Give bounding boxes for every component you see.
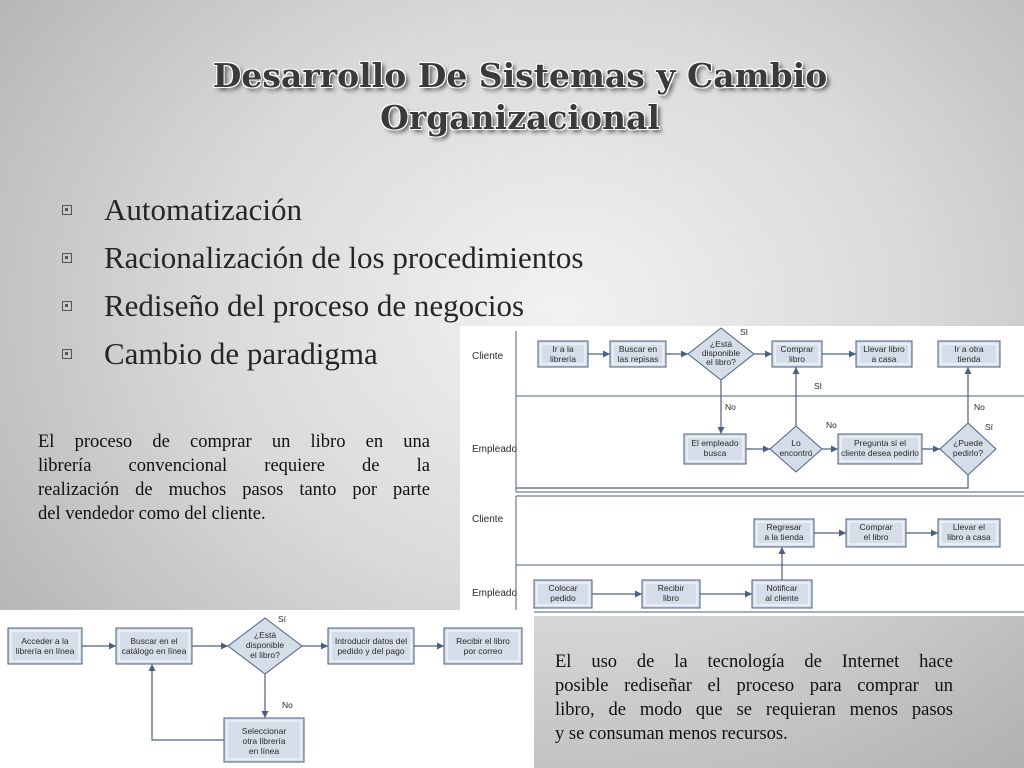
node-notificar-cliente: Notificar al cliente xyxy=(751,579,813,609)
diagram-online-process: Acceder a la librería en línea Buscar en… xyxy=(0,610,534,768)
svg-text:Lo: Lo xyxy=(791,438,801,448)
svg-text:Recibir: Recibir xyxy=(658,583,685,593)
node-empleado-busca: El empleado busca xyxy=(683,433,747,465)
svg-text:pedido y del pago: pedido y del pago xyxy=(337,646,404,656)
svg-text:librería: librería xyxy=(550,354,576,364)
label-no: No xyxy=(826,420,837,430)
svg-text:catálogo en línea: catálogo en línea xyxy=(122,646,187,656)
svg-text:Introducir datos del: Introducir datos del xyxy=(335,636,407,646)
decision-lo-encontro: Lo encontró xyxy=(769,425,823,473)
svg-text:el libro?: el libro? xyxy=(706,357,736,367)
bullet-list: Automatización Racionalización de los pr… xyxy=(62,186,584,378)
square-bullet-icon xyxy=(62,253,72,263)
lane-label-cliente: Cliente xyxy=(472,351,504,362)
label-no: No xyxy=(974,402,985,412)
svg-text:el libro: el libro xyxy=(863,532,888,542)
svg-text:¿Está: ¿Está xyxy=(710,339,732,349)
svg-text:disponible: disponible xyxy=(246,640,285,650)
svg-text:Buscar en: Buscar en xyxy=(619,344,658,354)
svg-text:¿Está: ¿Está xyxy=(254,630,276,640)
svg-text:Buscar en el: Buscar en el xyxy=(130,636,177,646)
node-comprar-libro: Comprar libro xyxy=(771,340,823,368)
label-si: SI xyxy=(740,327,748,337)
square-bullet-icon xyxy=(62,349,72,359)
svg-text:busca: busca xyxy=(704,448,727,458)
svg-text:tienda: tienda xyxy=(957,354,980,364)
decision-esta-disponible: ¿Está disponible el libro? xyxy=(687,327,755,381)
node-seleccionar-libreria: Seleccionar otra librería en línea xyxy=(223,717,305,763)
svg-text:Ir a la: Ir a la xyxy=(552,344,574,354)
note-left: El proceso de comprar un libro en una li… xyxy=(38,432,430,524)
bullet-item: Cambio de paradigma xyxy=(62,330,584,378)
label-no: No xyxy=(282,700,293,710)
svg-text:Seleccionar: Seleccionar xyxy=(242,726,287,736)
svg-text:librería en línea: librería en línea xyxy=(16,646,75,656)
svg-text:a casa: a casa xyxy=(871,354,896,364)
svg-text:las repisas: las repisas xyxy=(618,354,659,364)
svg-text:cliente desea pedirlo: cliente desea pedirlo xyxy=(841,448,919,458)
svg-text:Llevar el: Llevar el xyxy=(953,522,985,532)
node-acceder-libreria: Acceder a la librería en línea xyxy=(7,627,83,665)
node-llevar-casa: Llevar libro a casa xyxy=(855,340,913,368)
svg-text:encontró: encontró xyxy=(779,448,812,458)
node-buscar-repisas: Buscar en las repisas xyxy=(609,340,667,368)
svg-text:Recibir el libro: Recibir el libro xyxy=(456,636,510,646)
svg-text:al cliente: al cliente xyxy=(765,593,799,603)
decision-esta-disponible: ¿Está disponible el libro? xyxy=(227,617,303,675)
svg-text:Regresar: Regresar xyxy=(767,522,802,532)
label-si: Sí xyxy=(278,614,287,624)
svg-text:Ir a otra: Ir a otra xyxy=(954,344,984,354)
square-bullet-icon xyxy=(62,205,72,215)
node-regresar-tienda: Regresar a la tienda xyxy=(753,518,815,548)
svg-text:Notificar: Notificar xyxy=(766,583,797,593)
lane-label-cliente: Cliente xyxy=(472,514,504,525)
bullet-item: Rediseño del proceso de negocios xyxy=(62,282,584,330)
svg-text:El empleado: El empleado xyxy=(691,438,739,448)
lane-label-empleado: Empleado xyxy=(472,444,517,455)
slide-title-line2: Organizacional xyxy=(380,98,660,137)
svg-text:Colocar: Colocar xyxy=(548,583,577,593)
svg-text:libro: libro xyxy=(789,354,805,364)
svg-text:disponible: disponible xyxy=(702,348,741,358)
node-pregunta-cliente: Pregunta si el cliente desea pedirlo xyxy=(837,433,923,465)
diagram-conventional-process: Cliente Empleado Cliente Empleado Ir a l… xyxy=(460,326,1024,616)
svg-text:libro: libro xyxy=(663,593,679,603)
slide-title-line1: Desarrollo De Sistemas y Cambio xyxy=(212,56,828,95)
svg-text:Llevar libro: Llevar libro xyxy=(863,344,905,354)
bullet-item: Automatización xyxy=(62,186,584,234)
svg-text:libro a casa: libro a casa xyxy=(947,532,991,542)
node-comprar-el-libro: Comprar el libro xyxy=(845,518,907,548)
bullet-item: Racionalización de los procedimientos xyxy=(62,234,584,282)
node-buscar-catalogo: Buscar en el catálogo en línea xyxy=(115,627,193,665)
label-si: Sí xyxy=(985,422,994,432)
svg-text:Comprar: Comprar xyxy=(859,522,892,532)
lane-label-empleado: Empleado xyxy=(472,588,517,599)
node-ir-otra-tienda: Ir a otra tienda xyxy=(937,340,1001,368)
svg-text:a la tienda: a la tienda xyxy=(764,532,803,542)
svg-text:pedido: pedido xyxy=(550,593,576,603)
svg-text:pedirlo?: pedirlo? xyxy=(953,448,984,458)
svg-text:por correo: por correo xyxy=(464,646,503,656)
flowchart-svg: Acceder a la librería en línea Buscar en… xyxy=(7,614,523,763)
node-introducir-datos: Introducir datos del pedido y del pago xyxy=(327,627,415,665)
svg-text:Comprar: Comprar xyxy=(780,344,813,354)
flowchart-svg: Cliente Empleado Cliente Empleado Ir a l… xyxy=(472,327,1024,613)
svg-text:Pregunta si el: Pregunta si el xyxy=(854,438,906,448)
svg-text:en línea: en línea xyxy=(249,746,280,756)
svg-text:el libro?: el libro? xyxy=(250,650,280,660)
note-right: El uso de la tecnología de Internet hace… xyxy=(555,652,953,744)
svg-text:otra librería: otra librería xyxy=(243,736,286,746)
node-ir-libreria: Ir a la librería xyxy=(537,340,589,368)
node-recibir-libro: Recibir libro xyxy=(641,579,701,609)
square-bullet-icon xyxy=(62,301,72,311)
svg-text:¿Puede: ¿Puede xyxy=(953,438,983,448)
node-llevar-el-libro: Llevar el libro a casa xyxy=(937,518,1001,548)
node-recibir-correo: Recibir el libro por correo xyxy=(443,627,523,665)
node-colocar-pedido: Colocar pedido xyxy=(533,579,593,609)
svg-text:Acceder a la: Acceder a la xyxy=(21,636,69,646)
label-si: SI xyxy=(814,381,822,391)
label-no: No xyxy=(725,402,736,412)
